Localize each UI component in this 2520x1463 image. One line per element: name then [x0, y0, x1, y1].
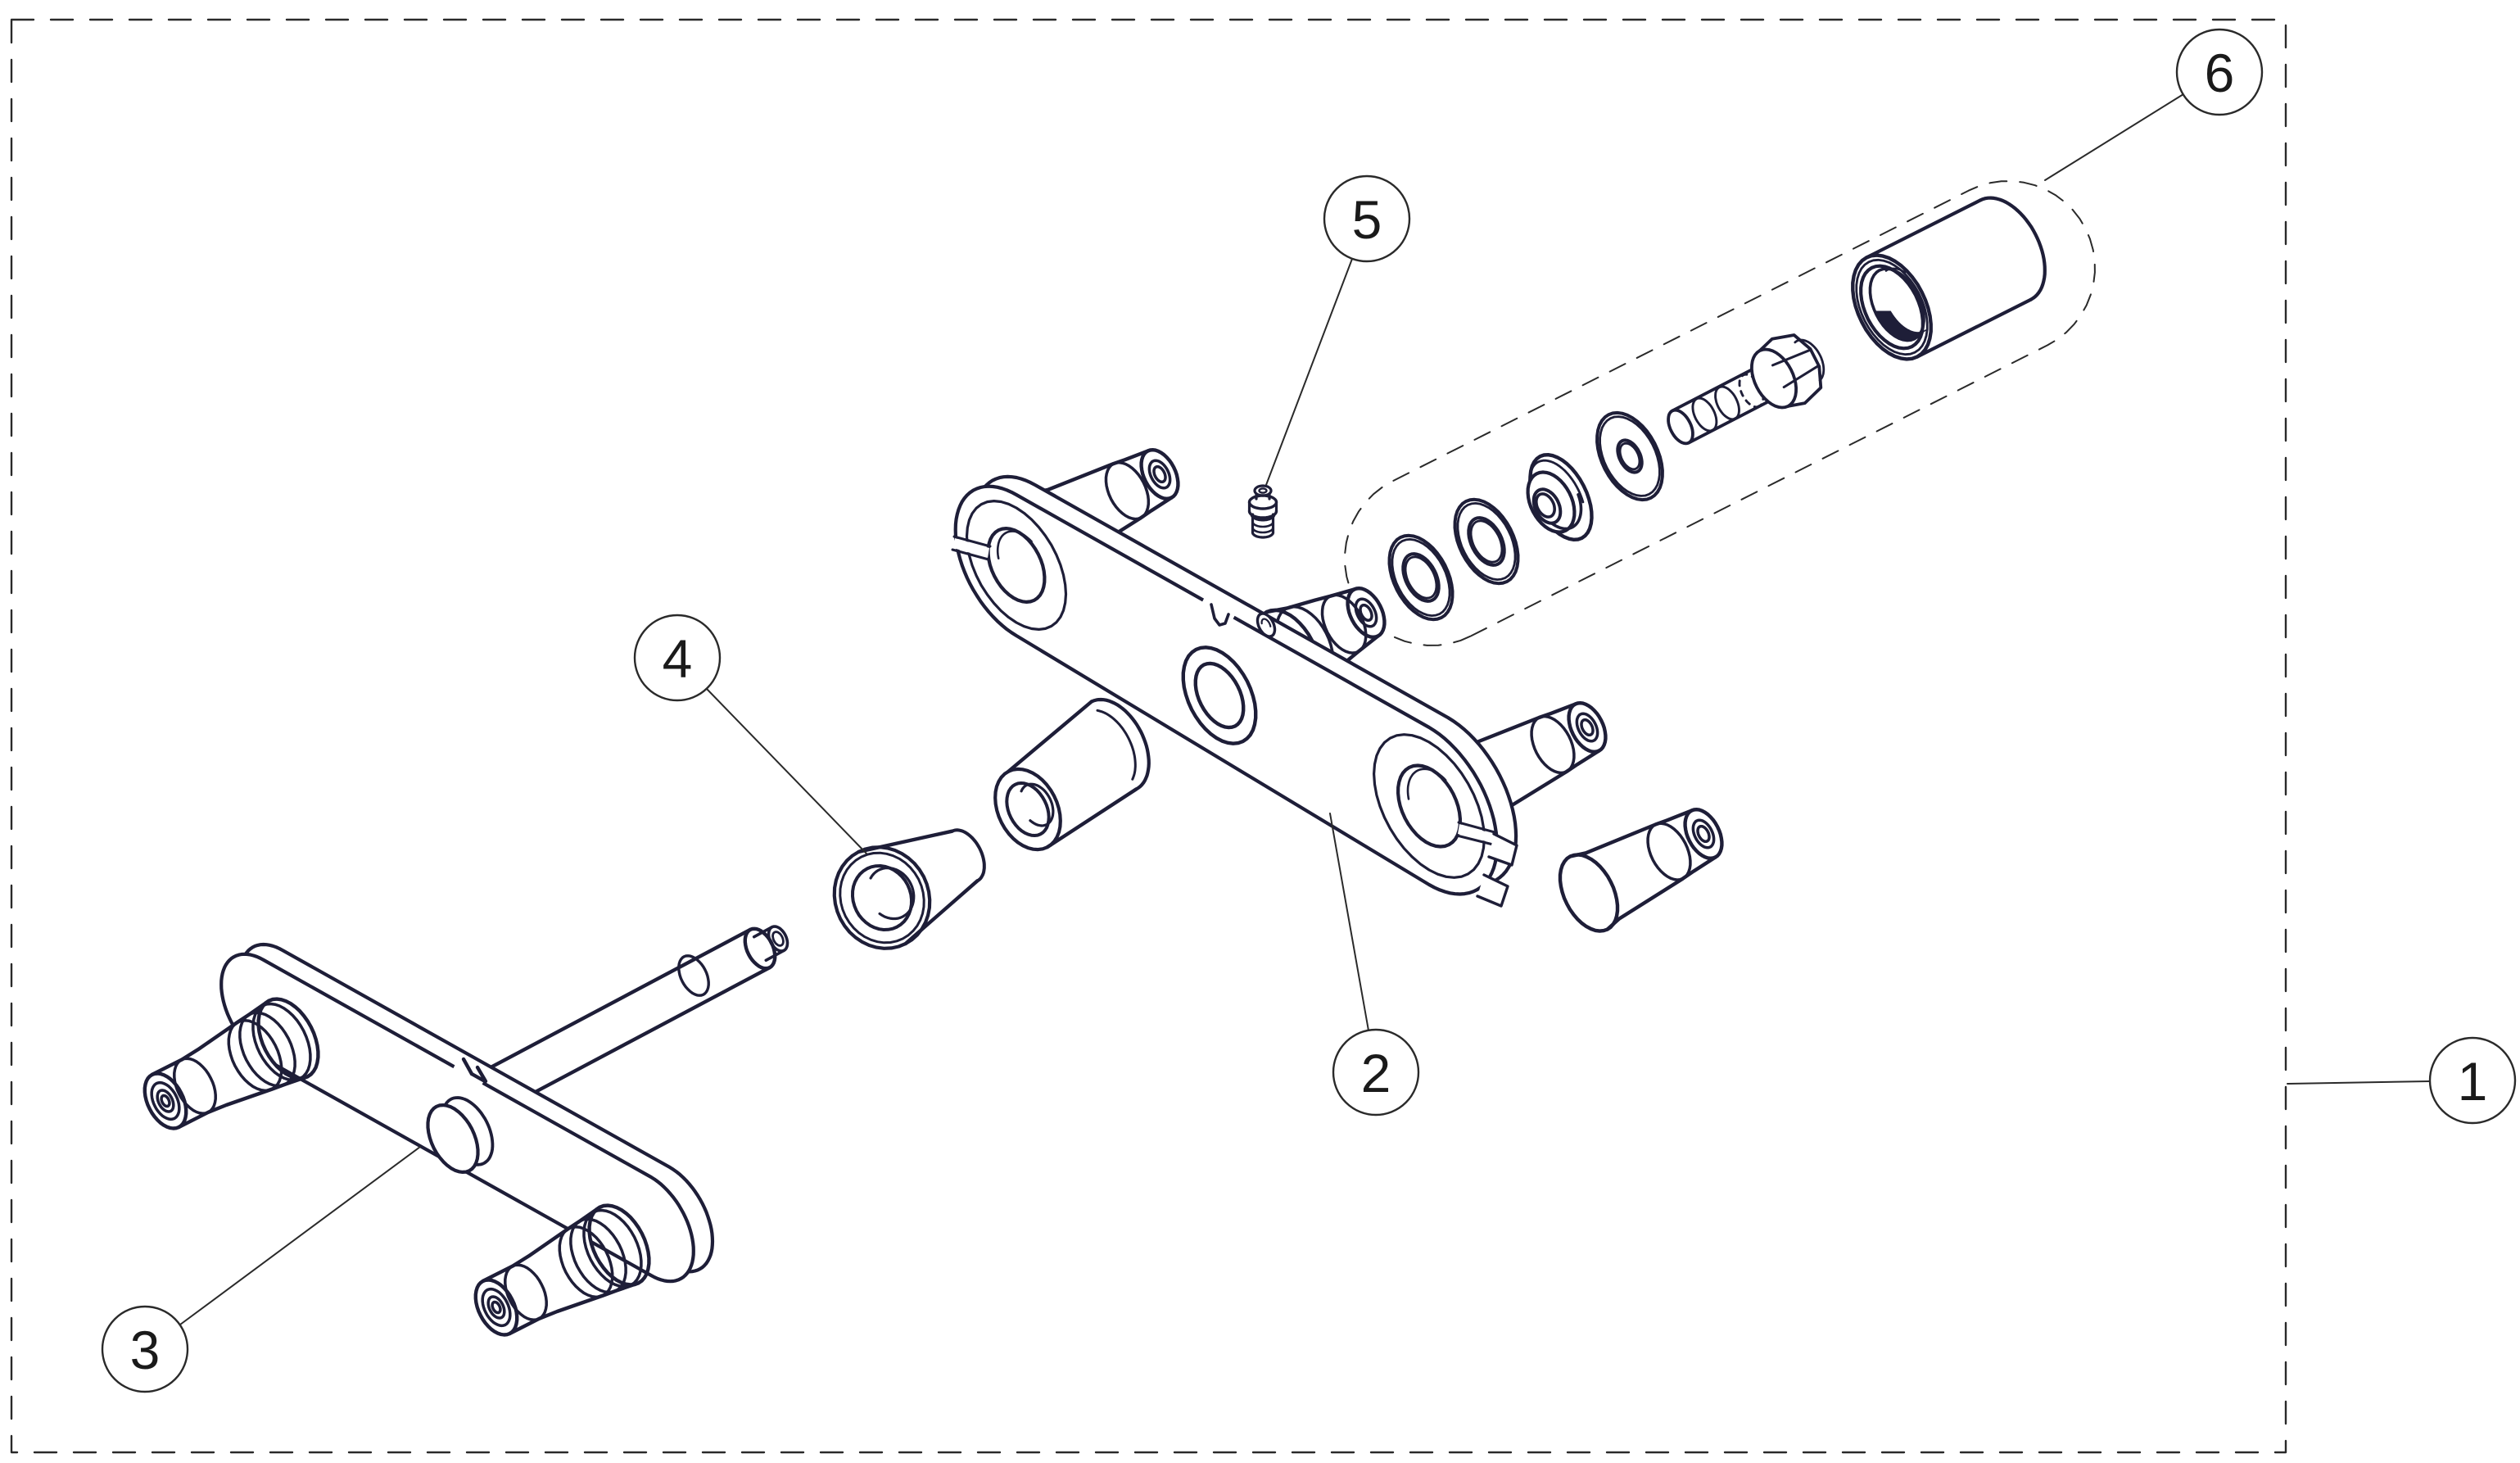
svg-text:6: 6: [2205, 43, 2235, 103]
svg-text:2: 2: [1361, 1043, 1391, 1103]
svg-text:1: 1: [2458, 1051, 2488, 1112]
svg-text:5: 5: [1352, 189, 1382, 250]
svg-text:3: 3: [130, 1320, 161, 1380]
svg-text:4: 4: [663, 628, 693, 689]
